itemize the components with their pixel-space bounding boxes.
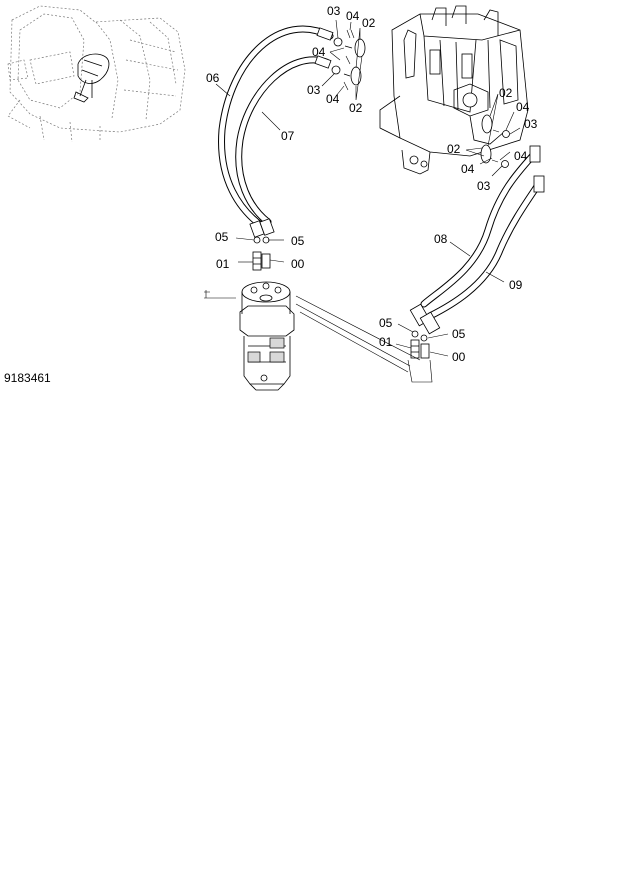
drawing-number: 9183461 [4, 371, 51, 385]
callout-00: 00 [452, 350, 466, 364]
callout-04: 04 [326, 92, 340, 106]
elbow-fittings-right [410, 330, 430, 359]
callout-01: 01 [379, 335, 393, 349]
callout-08: 08 [434, 232, 448, 246]
callout-02: 02 [362, 16, 376, 30]
callout-05: 05 [291, 234, 305, 248]
callout-05: 05 [452, 327, 466, 341]
callout-02: 02 [349, 101, 363, 115]
callout-04: 04 [516, 100, 530, 114]
leader-lines [215, 19, 521, 357]
flange-fittings [331, 29, 510, 168]
callout-01: 01 [216, 257, 230, 271]
swivel-joint [204, 281, 433, 391]
machine-locator-inset [7, 5, 186, 143]
callout-03: 03 [307, 83, 321, 97]
callout-03: 03 [524, 117, 538, 131]
callout-00: 00 [291, 257, 305, 271]
callout-07: 07 [281, 129, 295, 143]
callout-05: 05 [379, 316, 393, 330]
callout-labels: 03 04 02 04 03 04 02 06 07 02 04 03 02 0… [206, 4, 538, 364]
elbow-fittings-left [252, 236, 271, 271]
callout-03: 03 [327, 4, 341, 18]
callout-02: 02 [499, 86, 513, 100]
control-valve [379, 5, 529, 175]
callout-06: 06 [206, 71, 220, 85]
callout-03: 03 [477, 179, 491, 193]
callout-04: 04 [346, 9, 360, 23]
hose-06-07 [218, 25, 334, 238]
hose-08-09 [409, 145, 545, 335]
callout-04: 04 [312, 45, 326, 59]
callout-04: 04 [514, 149, 528, 163]
callout-05: 05 [215, 230, 229, 244]
callout-09: 09 [509, 278, 523, 292]
callout-04: 04 [461, 162, 475, 176]
callout-02: 02 [447, 142, 461, 156]
